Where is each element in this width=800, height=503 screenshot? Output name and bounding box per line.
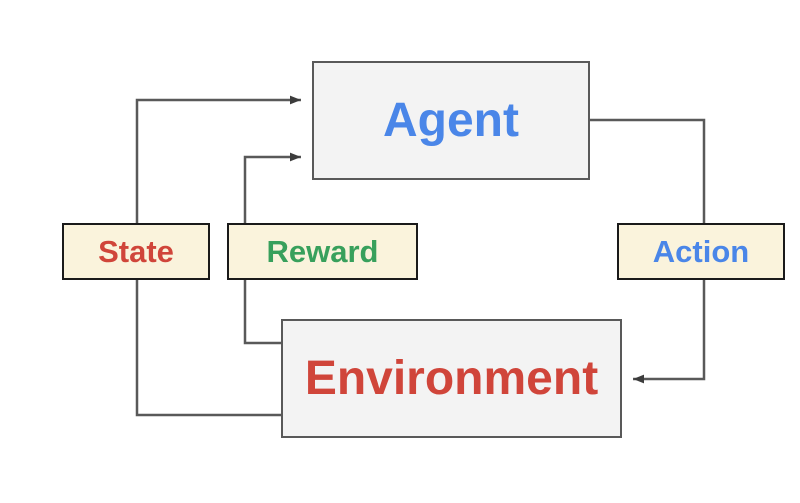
node-agent-label: Agent [383, 93, 519, 147]
edge-label-reward-text: Reward [266, 234, 379, 269]
edge-label-state[interactable]: State [62, 223, 210, 280]
edge-label-state-text: State [98, 234, 174, 269]
edge-label-action-text: Action [652, 234, 750, 269]
node-environment[interactable]: Environment [281, 319, 622, 438]
node-environment-label: Environment [304, 351, 599, 405]
edge-label-reward[interactable]: Reward [227, 223, 418, 280]
edge-label-action[interactable]: Action [617, 223, 785, 280]
node-agent[interactable]: Agent [312, 61, 590, 180]
